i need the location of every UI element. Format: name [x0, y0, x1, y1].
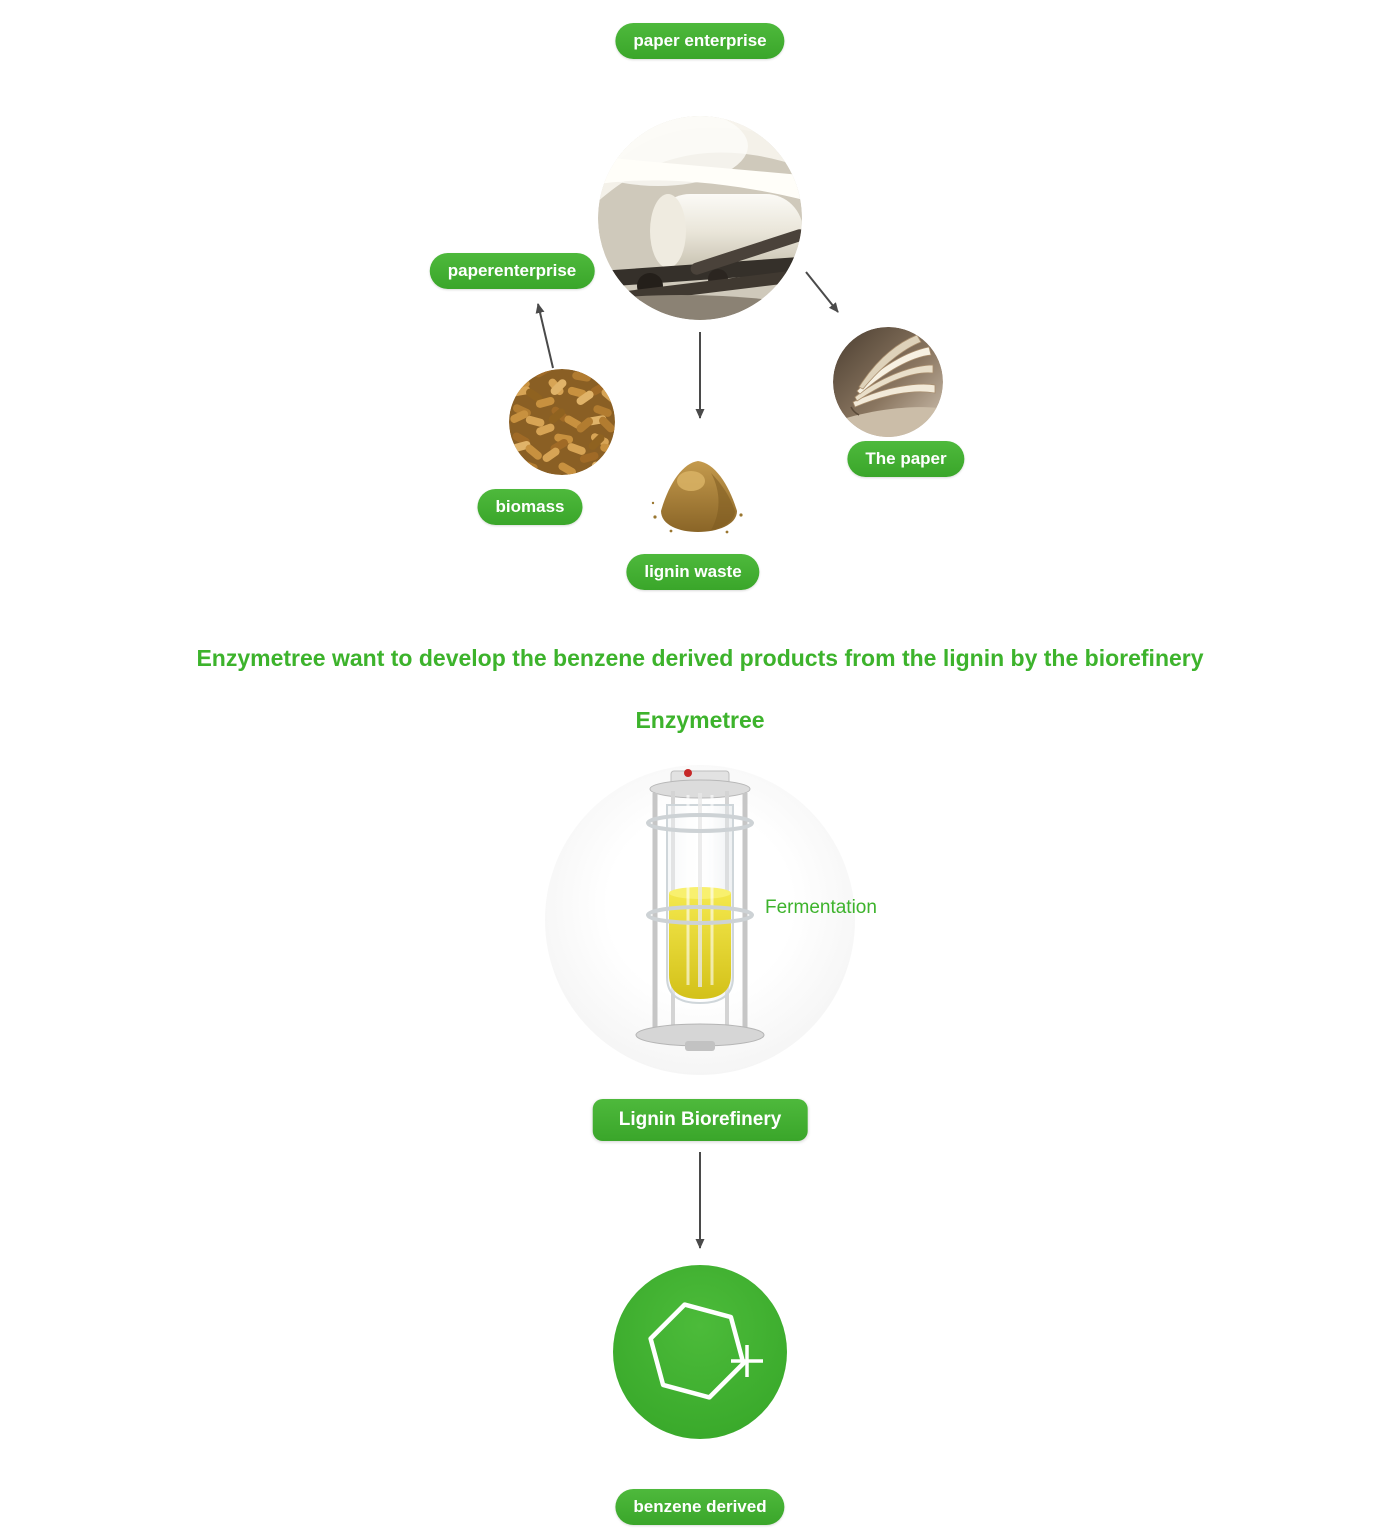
biomass-badge: biomass [477, 489, 583, 525]
brand-name: Enzymetree [635, 707, 765, 733]
benzene-circle [613, 1265, 787, 1439]
lignin-powder-photo [641, 433, 755, 547]
lignin-biorefinery-button: Lignin Biorefinery [592, 1099, 808, 1141]
book-pages-photo [833, 327, 943, 437]
headline-text: Enzymetree want to develop the benzene d… [196, 645, 1204, 671]
arrow-mill-to-paper [805, 271, 839, 313]
glass-bioreactor-photo [635, 769, 765, 1051]
fermenter-image [545, 765, 855, 1075]
paper-enterprise-badge: paper enterprise [615, 23, 785, 59]
biomass-image [509, 369, 615, 475]
paper-mill-photo [598, 116, 802, 320]
arrow-biomass-to-paperenterprise [535, 303, 554, 369]
wood-pellets-photo [509, 369, 615, 475]
benzene-ring-icon [648, 1302, 763, 1400]
lignin-waste-image [641, 433, 755, 547]
paperenterprise-badge: paperenterprise [429, 253, 595, 289]
the-paper-image [833, 327, 943, 437]
lignin-waste-badge: lignin waste [626, 554, 760, 590]
paper-mill-image [598, 116, 802, 320]
fermentation-label: Fermentation [765, 897, 877, 918]
the-paper-badge: The paper [847, 441, 965, 477]
benzene-derived-badge: benzene derived [615, 1489, 785, 1525]
